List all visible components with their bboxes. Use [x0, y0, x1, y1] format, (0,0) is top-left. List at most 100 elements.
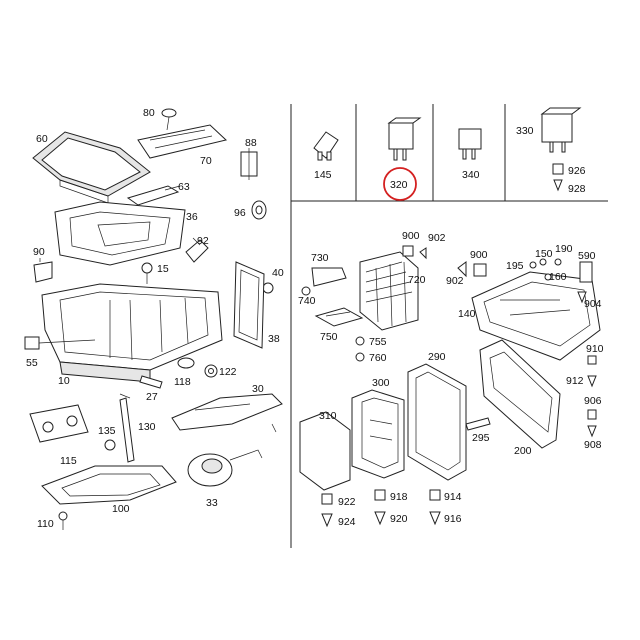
part-38-gasket — [233, 261, 265, 349]
label-902a: 902 — [428, 232, 446, 244]
label-63: 63 — [178, 181, 190, 193]
label-310: 310 — [319, 410, 337, 422]
part-904-pin — [577, 291, 587, 304]
label-916: 916 — [444, 513, 462, 525]
label-755: 755 — [369, 336, 387, 348]
part-908-pin — [587, 425, 597, 438]
part-190-screw — [554, 258, 562, 266]
part-60-cover — [32, 131, 151, 204]
label-150: 150 — [535, 248, 553, 260]
part-924-pin — [321, 513, 333, 528]
top-right-parts — [313, 107, 582, 192]
label-290: 290 — [428, 351, 446, 363]
label-92: 92 — [197, 235, 209, 247]
label-140: 140 — [458, 308, 476, 320]
part-195-screw — [529, 261, 537, 269]
label-928: 928 — [568, 183, 586, 195]
left-assembly — [24, 108, 283, 530]
part-labels: 80 60 88 70 63 96 36 92 90 15 40 38 55 1… — [26, 107, 604, 530]
part-918-connector — [374, 489, 386, 501]
part-10-box — [41, 283, 223, 383]
part-590-bracket — [579, 261, 593, 283]
part-340-relay — [458, 128, 482, 160]
label-160: 160 — [549, 271, 567, 283]
part-115-bracket — [29, 404, 89, 443]
label-30: 30 — [252, 383, 264, 395]
part-720-fusebox — [359, 251, 419, 331]
part-902b-clip — [457, 261, 467, 278]
label-195: 195 — [506, 260, 524, 272]
label-88: 88 — [245, 137, 257, 149]
part-90-bracket — [33, 258, 53, 283]
part-902a-clip — [419, 247, 427, 260]
part-30-duct — [171, 393, 283, 433]
label-80: 80 — [143, 107, 155, 119]
label-27: 27 — [146, 391, 158, 403]
label-760: 760 — [369, 352, 387, 364]
part-92-rod — [185, 237, 209, 263]
part-755-cap — [355, 336, 365, 346]
label-96: 96 — [234, 207, 246, 219]
label-918: 918 — [390, 491, 408, 503]
part-200-module — [479, 339, 561, 449]
part-916-pin — [429, 511, 441, 526]
label-922: 922 — [338, 496, 356, 508]
part-135-grommet — [104, 439, 116, 451]
part-900a-clip — [402, 245, 414, 257]
label-300: 300 — [372, 377, 390, 389]
part-290-module — [407, 363, 467, 481]
part-922-connector — [321, 493, 333, 505]
label-118: 118 — [174, 376, 191, 388]
part-300-module — [351, 389, 405, 479]
highlight-circle-320 — [383, 167, 417, 201]
label-730: 730 — [311, 252, 329, 264]
label-100: 100 — [112, 503, 130, 515]
part-310-module — [299, 411, 351, 491]
part-130-bar — [119, 393, 135, 463]
part-160-nut — [544, 273, 552, 281]
label-590: 590 — [578, 250, 596, 262]
label-15: 15 — [157, 263, 169, 275]
label-55: 55 — [26, 357, 38, 369]
label-190: 190 — [555, 243, 573, 255]
label-33: 33 — [206, 497, 218, 509]
part-36-frame — [54, 201, 186, 266]
label-60: 60 — [36, 133, 48, 145]
part-140-controlbox — [471, 271, 601, 361]
part-740-nut — [301, 286, 311, 296]
part-63-strip — [126, 185, 181, 206]
part-80-screw — [161, 108, 177, 131]
part-55-clip — [24, 336, 96, 350]
part-88-clip — [240, 148, 258, 180]
part-750-plate — [314, 307, 364, 327]
part-110-screw — [58, 511, 68, 530]
label-330: 330 — [516, 125, 534, 137]
part-914-connector — [429, 489, 441, 501]
label-904: 904 — [584, 298, 602, 310]
part-926-pin — [552, 163, 564, 175]
part-928-pin — [553, 179, 563, 192]
label-906: 906 — [584, 395, 602, 407]
part-295-clip — [465, 417, 491, 431]
part-145-fuse — [313, 131, 339, 161]
part-330-relay — [540, 107, 582, 153]
diagram-frame — [290, 104, 608, 548]
part-760-cap — [355, 352, 365, 362]
label-145: 145 — [314, 169, 332, 181]
part-100-tray — [41, 465, 177, 505]
label-295: 295 — [472, 432, 490, 444]
label-910: 910 — [586, 343, 604, 355]
label-750: 750 — [320, 331, 338, 343]
label-90: 90 — [33, 246, 45, 258]
part-122-grommet — [204, 364, 218, 378]
part-40-grommet — [262, 282, 274, 294]
part-33-motor — [187, 449, 263, 487]
label-320: 320 — [390, 179, 408, 191]
label-130: 130 — [138, 421, 156, 433]
label-912: 912 — [566, 375, 584, 387]
part-27-screw — [139, 375, 163, 389]
label-70: 70 — [200, 155, 212, 167]
label-926: 926 — [568, 165, 586, 177]
bottom-right-assembly — [299, 245, 601, 528]
label-902b: 902 — [446, 275, 464, 287]
